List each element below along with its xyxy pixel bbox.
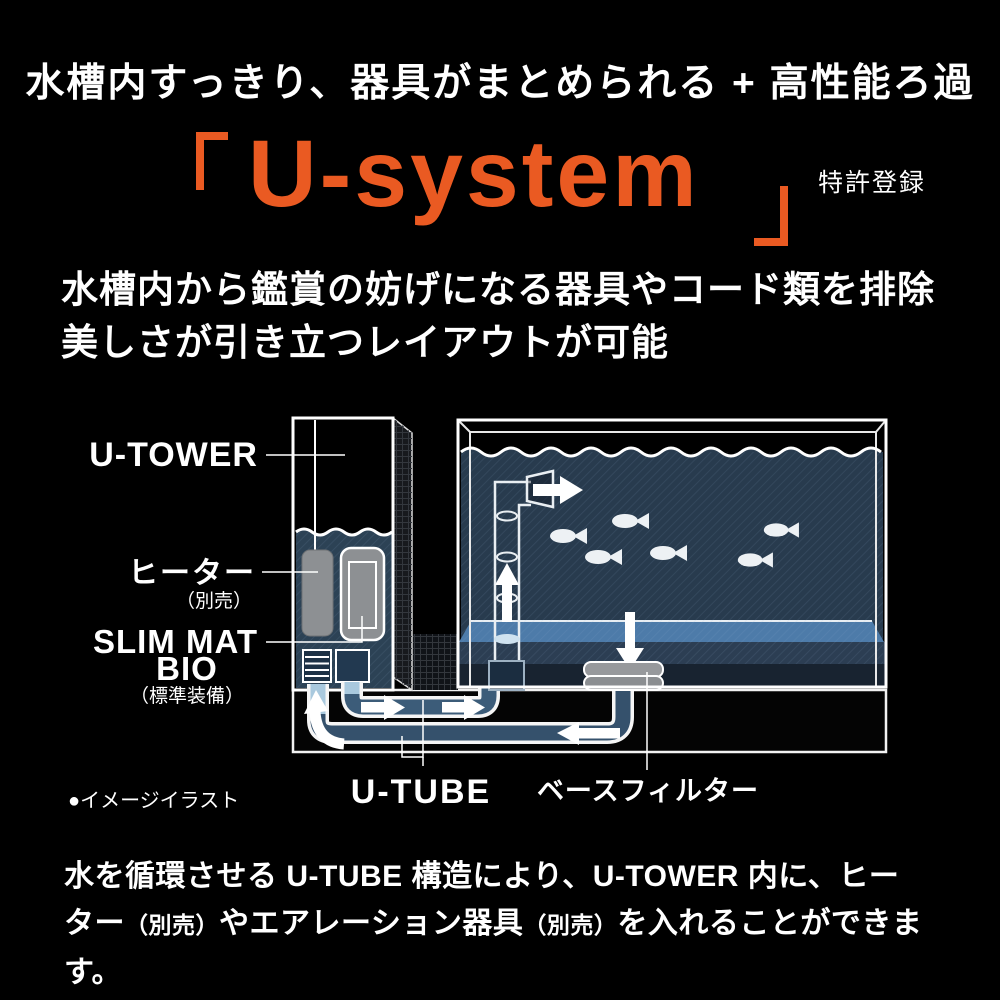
diagram-labels: U-TOWER ヒーター （別売） SLIM MAT BIO （標準装備） U-… [68,436,759,812]
footer-line-2-part: ター [64,907,125,940]
fish [550,528,587,544]
footer-line-1: 水を循環させる U-TUBE 構造により、U-TOWER 内に、ヒー [64,860,900,893]
fish [737,552,773,568]
tower-waterline [295,527,393,537]
label-heater-note: （別売） [176,590,252,612]
footer-line-2-part: を入れることができます。 [64,907,923,989]
fish [650,545,687,561]
patent-note: 特許登録 [818,169,927,197]
fish [763,522,799,538]
riser-base-box [488,660,525,691]
intro-line-1: 水槽内から鑑賞の妨げになる器具やコード類を排除 [61,269,935,310]
footer-line-2-paren: （別売） [523,912,618,938]
footer-line-2-paren: （別売） [125,912,219,938]
tank-inner-rim [469,431,877,687]
riser-tube [493,480,531,668]
label-slim-mat-note: （標準装備） [130,685,244,707]
label-u-tower: U-TOWER [89,436,258,474]
intro-copy: 水槽内から鑑賞の妨げになる器具やコード類を排除 美しさが引き立つレイアウトが可能 [61,263,935,369]
flow-arrow-right-1 [361,695,405,720]
flow-arrow-right-2 [442,695,485,720]
footer-line-2-part: やエアレーション器具 [219,907,524,940]
u-tube-piping [304,682,634,750]
aquarium-tank [456,418,888,691]
heater [301,549,334,637]
u-tower [291,416,413,692]
tagline: 水槽内すっきり、器具がまとめられる + 高性能ろ過 [25,62,975,105]
slim-mat-bio-cartridge [339,546,386,642]
intake-strainer [302,649,332,683]
outlet-nozzle [525,469,583,509]
fish [585,549,622,565]
flow-arrow-up [495,563,519,622]
label-u-tube: U-TUBE [351,773,491,811]
fish-group [550,513,799,568]
corner-bracket-close-icon [754,186,788,246]
flow-arrow-left [557,722,620,745]
diagram-caption: ●イメージイラスト [68,790,239,812]
tank-waterline [460,446,882,458]
slim-mat-leader [266,616,363,643]
intro-line-2: 美しさが引き立つレイアウトが可能 [61,322,669,363]
corner-bracket-open-icon [196,132,228,190]
footer-copy: 水を循環させる U-TUBE 構造により、U-TOWER 内に、ヒー ター（別売… [64,853,942,996]
product-title: U-system [248,121,700,227]
label-base-filter: ベースフィルター [537,776,759,806]
flow-arrow-return-up [304,690,345,750]
pump-outlet-box [335,649,370,683]
u-tube-leader [401,700,424,758]
label-slim-mat-2: BIO [156,650,218,687]
footer-line-2: ター（別売）やエアレーション器具（別売）を入れることができます。 [64,900,942,996]
label-heater: ヒーター [128,557,256,590]
label-slim-mat-1: SLIM MAT [93,623,258,660]
fish [612,513,649,529]
leader-lines [262,454,648,770]
flow-arrow-down [616,612,644,670]
